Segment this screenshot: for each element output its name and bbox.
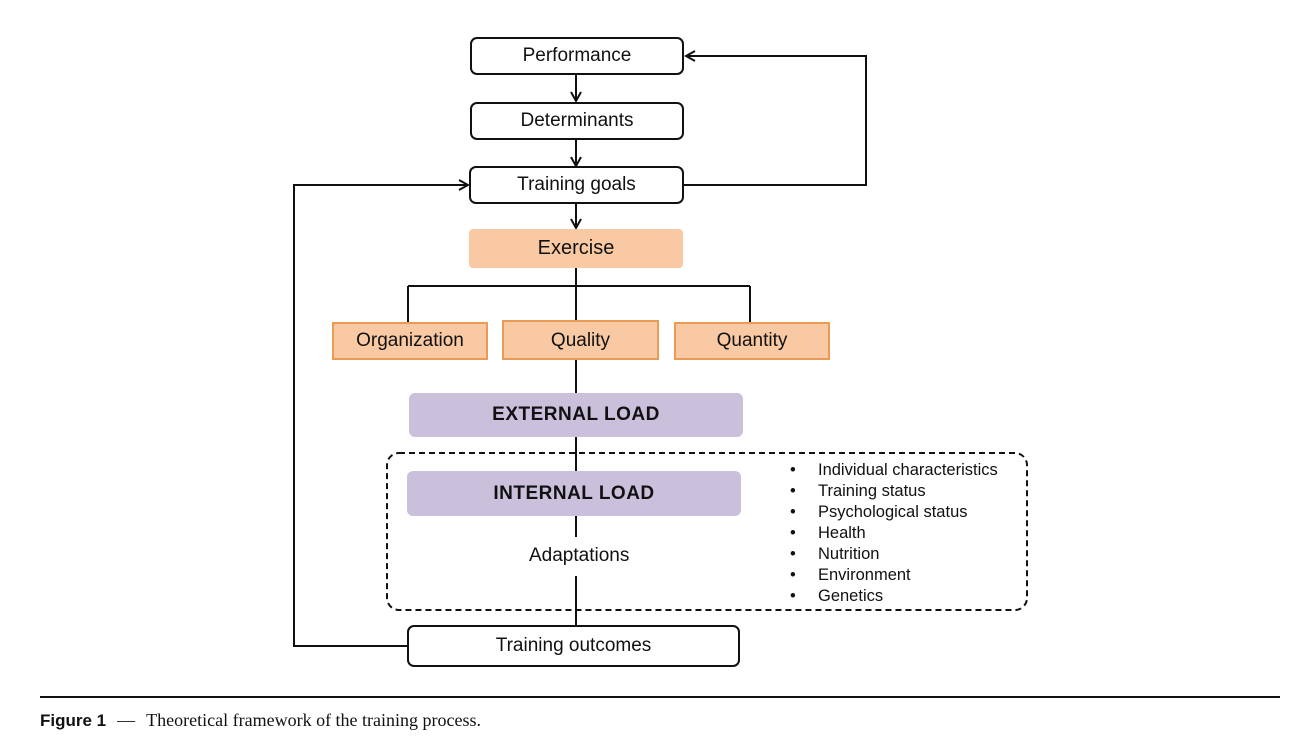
- training-outcomes-label: Training outcomes: [495, 635, 652, 656]
- exercise-node: Exercise: [469, 229, 683, 268]
- quality-label: Quality: [550, 330, 611, 351]
- arrow-outcomes-goals: [293, 185, 468, 647]
- factor-item: Environment: [790, 565, 998, 586]
- adaptations-label: Adaptations: [527, 545, 632, 567]
- factor-item: Health: [790, 523, 998, 544]
- arrow-goals-performance: [684, 56, 867, 186]
- internal-load-node: INTERNAL LOAD: [407, 471, 741, 516]
- modulating-factors-box: [386, 452, 1028, 611]
- quantity-label: Quantity: [716, 330, 788, 351]
- organization-node: Organization: [332, 322, 488, 360]
- performance-label: Performance: [522, 45, 632, 66]
- external-load-label: EXTERNAL LOAD: [492, 404, 660, 425]
- caption-label: Figure 1: [40, 711, 107, 730]
- external-load-node: EXTERNAL LOAD: [409, 393, 743, 437]
- training-goals-node: Training goals: [469, 166, 684, 204]
- organization-label: Organization: [356, 330, 464, 351]
- factor-item: Individual characteristics: [790, 460, 998, 481]
- internal-load-label: INTERNAL LOAD: [493, 482, 655, 504]
- exercise-label: Exercise: [537, 237, 615, 259]
- figure-caption: Figure 1 — Theoretical framework of the …: [40, 710, 481, 731]
- caption-rule: [40, 696, 1280, 698]
- training-goals-label: Training goals: [517, 174, 636, 195]
- quantity-node: Quantity: [674, 322, 830, 360]
- quality-node: Quality: [502, 320, 659, 360]
- training-outcomes-node: Training outcomes: [407, 625, 740, 667]
- determinants-node: Determinants: [470, 102, 684, 140]
- caption-dash: —: [117, 710, 136, 730]
- factor-item: Genetics: [790, 586, 998, 607]
- performance-node: Performance: [470, 37, 684, 75]
- modulating-factors-list: Individual characteristics Training stat…: [790, 460, 998, 607]
- caption-text: Theoretical framework of the training pr…: [146, 710, 482, 730]
- factor-item: Nutrition: [790, 544, 998, 565]
- determinants-label: Determinants: [520, 110, 634, 131]
- factor-item: Training status: [790, 481, 998, 502]
- factor-item: Psychological status: [790, 502, 998, 523]
